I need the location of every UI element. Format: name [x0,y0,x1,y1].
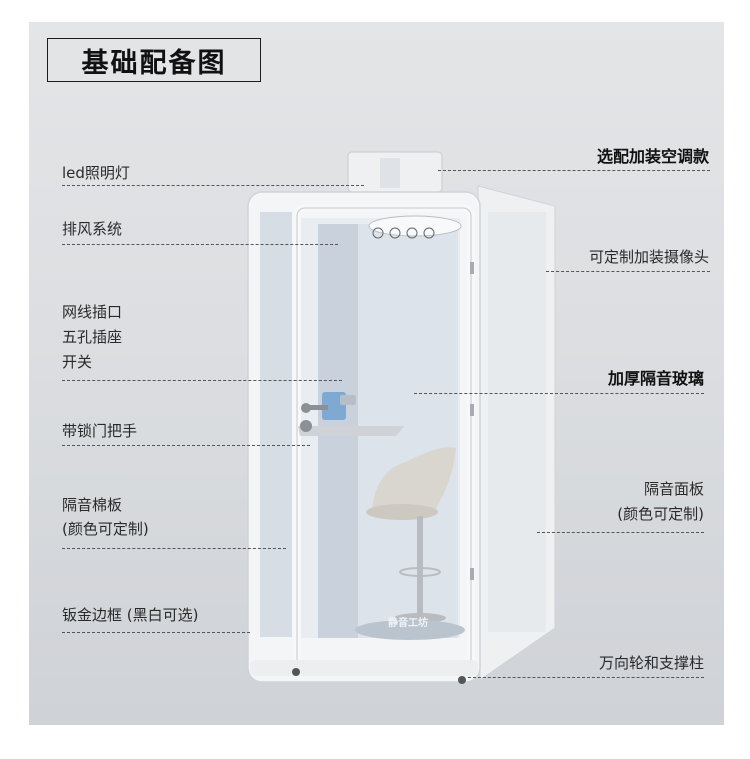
label-power-socket: 五孔插座 [62,328,123,346]
leader-thick-glass [414,393,704,394]
label-metal-frame: 钣金边框 (黑白可选) [62,606,199,624]
label-acoustic-foam: 隔音棉板 [62,496,123,514]
leader-led-light [62,185,364,186]
label-camera: 可定制加装摄像头 [588,248,709,266]
leader-exhaust-system [62,244,338,245]
label-exhaust-system: 排风系统 [62,220,123,238]
label-lock-handle: 带锁门把手 [62,422,138,440]
label-acoustic-panel: 隔音面板 [643,480,704,498]
leader-acoustic-panel [537,532,704,533]
label-acoustic-panel-color: (颜色可定制) [617,505,704,523]
leader-lock-handle [62,445,310,446]
leader-camera [546,271,710,272]
label-led-light: led照明灯 [62,164,130,182]
label-acoustic-foam-color: (颜色可定制) [62,520,149,538]
label-switch: 开关 [62,353,93,371]
label-network-port: 网线插口 [62,303,123,321]
floor-logo: 静音工坊 [388,618,428,629]
label-optional-ac: 选配加装空调款 [596,147,709,166]
leader-acoustic-foam [62,548,286,549]
page-title: 基础配备图 [47,38,261,82]
leader-casters [468,677,704,678]
label-casters: 万向轮和支撑柱 [598,654,704,672]
label-thick-glass: 加厚隔音玻璃 [607,369,704,388]
leader-metal-frame [62,632,250,633]
leader-optional-ac [438,170,710,171]
leader-ports [62,380,342,381]
